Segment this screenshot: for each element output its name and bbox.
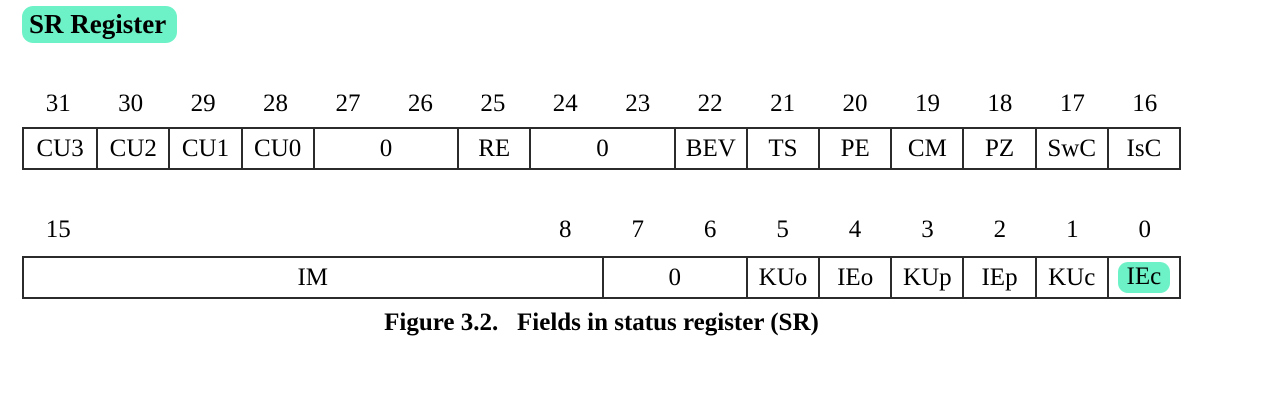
field-label: CU0 <box>254 134 302 162</box>
field-label: PZ <box>984 134 1015 162</box>
field-label: KUp <box>903 263 952 291</box>
field-label: CM <box>907 134 947 162</box>
figure-caption: Figure 3.2. Fields in status register (S… <box>384 309 819 336</box>
field-label: 0 <box>668 263 681 291</box>
field-bev: BEV <box>673 129 746 168</box>
page-title: SR Register <box>22 6 178 43</box>
bit-number-5: 5 <box>776 216 789 243</box>
field-label: BEV <box>685 134 736 162</box>
bit-number-31: 31 <box>45 90 71 117</box>
field-kuo: KUo <box>745 258 818 297</box>
field-kuc: KUc <box>1034 258 1107 297</box>
bit-number-0: 0 <box>1138 216 1152 243</box>
bit-number-21: 21 <box>770 90 796 117</box>
bit-number-6: 6 <box>703 216 717 243</box>
field-label: CU2 <box>109 134 157 162</box>
bit-number-17: 17 <box>1059 90 1085 117</box>
field-label: TS <box>768 134 798 162</box>
field-label: SwC <box>1047 134 1097 162</box>
field-cu0: CU0 <box>240 129 313 168</box>
field-label: RE <box>478 134 511 162</box>
field-label: IM <box>297 263 329 291</box>
bit-number-29: 29 <box>190 90 216 117</box>
bit-number-19: 19 <box>914 90 940 117</box>
field-cu2: CU2 <box>96 129 168 168</box>
field-iec: IEc <box>1106 258 1179 297</box>
sr-register-title-highlight: SR Register <box>22 6 178 43</box>
field-re: RE <box>457 129 529 168</box>
field-iep: IEp <box>962 258 1034 297</box>
field-cu1: CU1 <box>168 129 240 168</box>
field-ts: TS <box>745 129 818 168</box>
bit-number-25: 25 <box>480 90 506 117</box>
field-ieo: IEo <box>818 258 890 297</box>
bit-number-3: 3 <box>921 216 934 243</box>
field-label: 0 <box>596 134 609 162</box>
bit-number-26: 26 <box>407 90 433 117</box>
field-label: IsC <box>1126 134 1162 162</box>
bit-number-18: 18 <box>987 90 1013 117</box>
field-zero: 0 <box>529 129 673 168</box>
field-isc: IsC <box>1106 129 1179 168</box>
field-pe: PE <box>818 129 890 168</box>
fields-row-high: CU3 CU2 CU1 CU0 0 RE 0 BEV TS PE CM PZ SwC IsC <box>22 127 1181 170</box>
bit-number-30: 30 <box>118 90 144 117</box>
field-zero: 0 <box>601 258 746 297</box>
bit-number-7: 7 <box>631 216 644 243</box>
field-label: KUo <box>758 263 808 291</box>
bit-number-1: 1 <box>1066 216 1079 243</box>
field-label: IEo <box>837 263 874 291</box>
field-label: CU1 <box>181 134 230 162</box>
field-label: 0 <box>379 134 393 162</box>
bit-number-16: 16 <box>1132 90 1158 117</box>
bit-number-4: 4 <box>848 216 862 243</box>
field-label: KUc <box>1048 263 1096 291</box>
bit-numbers-row-low: 15 8 7 6 5 4 3 2 1 0 <box>22 216 1181 243</box>
bit-number-2: 2 <box>993 216 1007 243</box>
fields-row-low: IM 0 KUo IEo KUp IEp KUc IEc <box>22 256 1181 299</box>
bit-number-24: 24 <box>552 90 578 117</box>
field-zero: 0 <box>312 129 457 168</box>
bit-number-27: 27 <box>335 90 361 117</box>
field-im: IM <box>24 258 602 297</box>
field-label: PE <box>840 134 870 162</box>
field-swc: SwC <box>1034 129 1107 168</box>
field-pz: PZ <box>962 129 1034 168</box>
bit-number-22: 22 <box>697 90 723 117</box>
field-label-highlighted: IEc <box>1117 262 1171 293</box>
bit-number-20: 20 <box>842 90 868 117</box>
field-cu3: CU3 <box>24 129 96 168</box>
field-label: CU3 <box>36 134 84 162</box>
bit-number-8: 8 <box>559 216 572 243</box>
bit-numbers-row-high: 31 30 29 28 27 26 25 24 23 22 21 20 19 18 17 16 <box>22 90 1181 117</box>
bit-number-15: 15 <box>45 216 71 243</box>
bit-number-28: 28 <box>263 90 289 117</box>
field-cm: CM <box>890 129 962 168</box>
field-kup: KUp <box>890 258 962 297</box>
bit-number-23: 23 <box>625 90 651 117</box>
field-label: IEp <box>981 263 1018 291</box>
